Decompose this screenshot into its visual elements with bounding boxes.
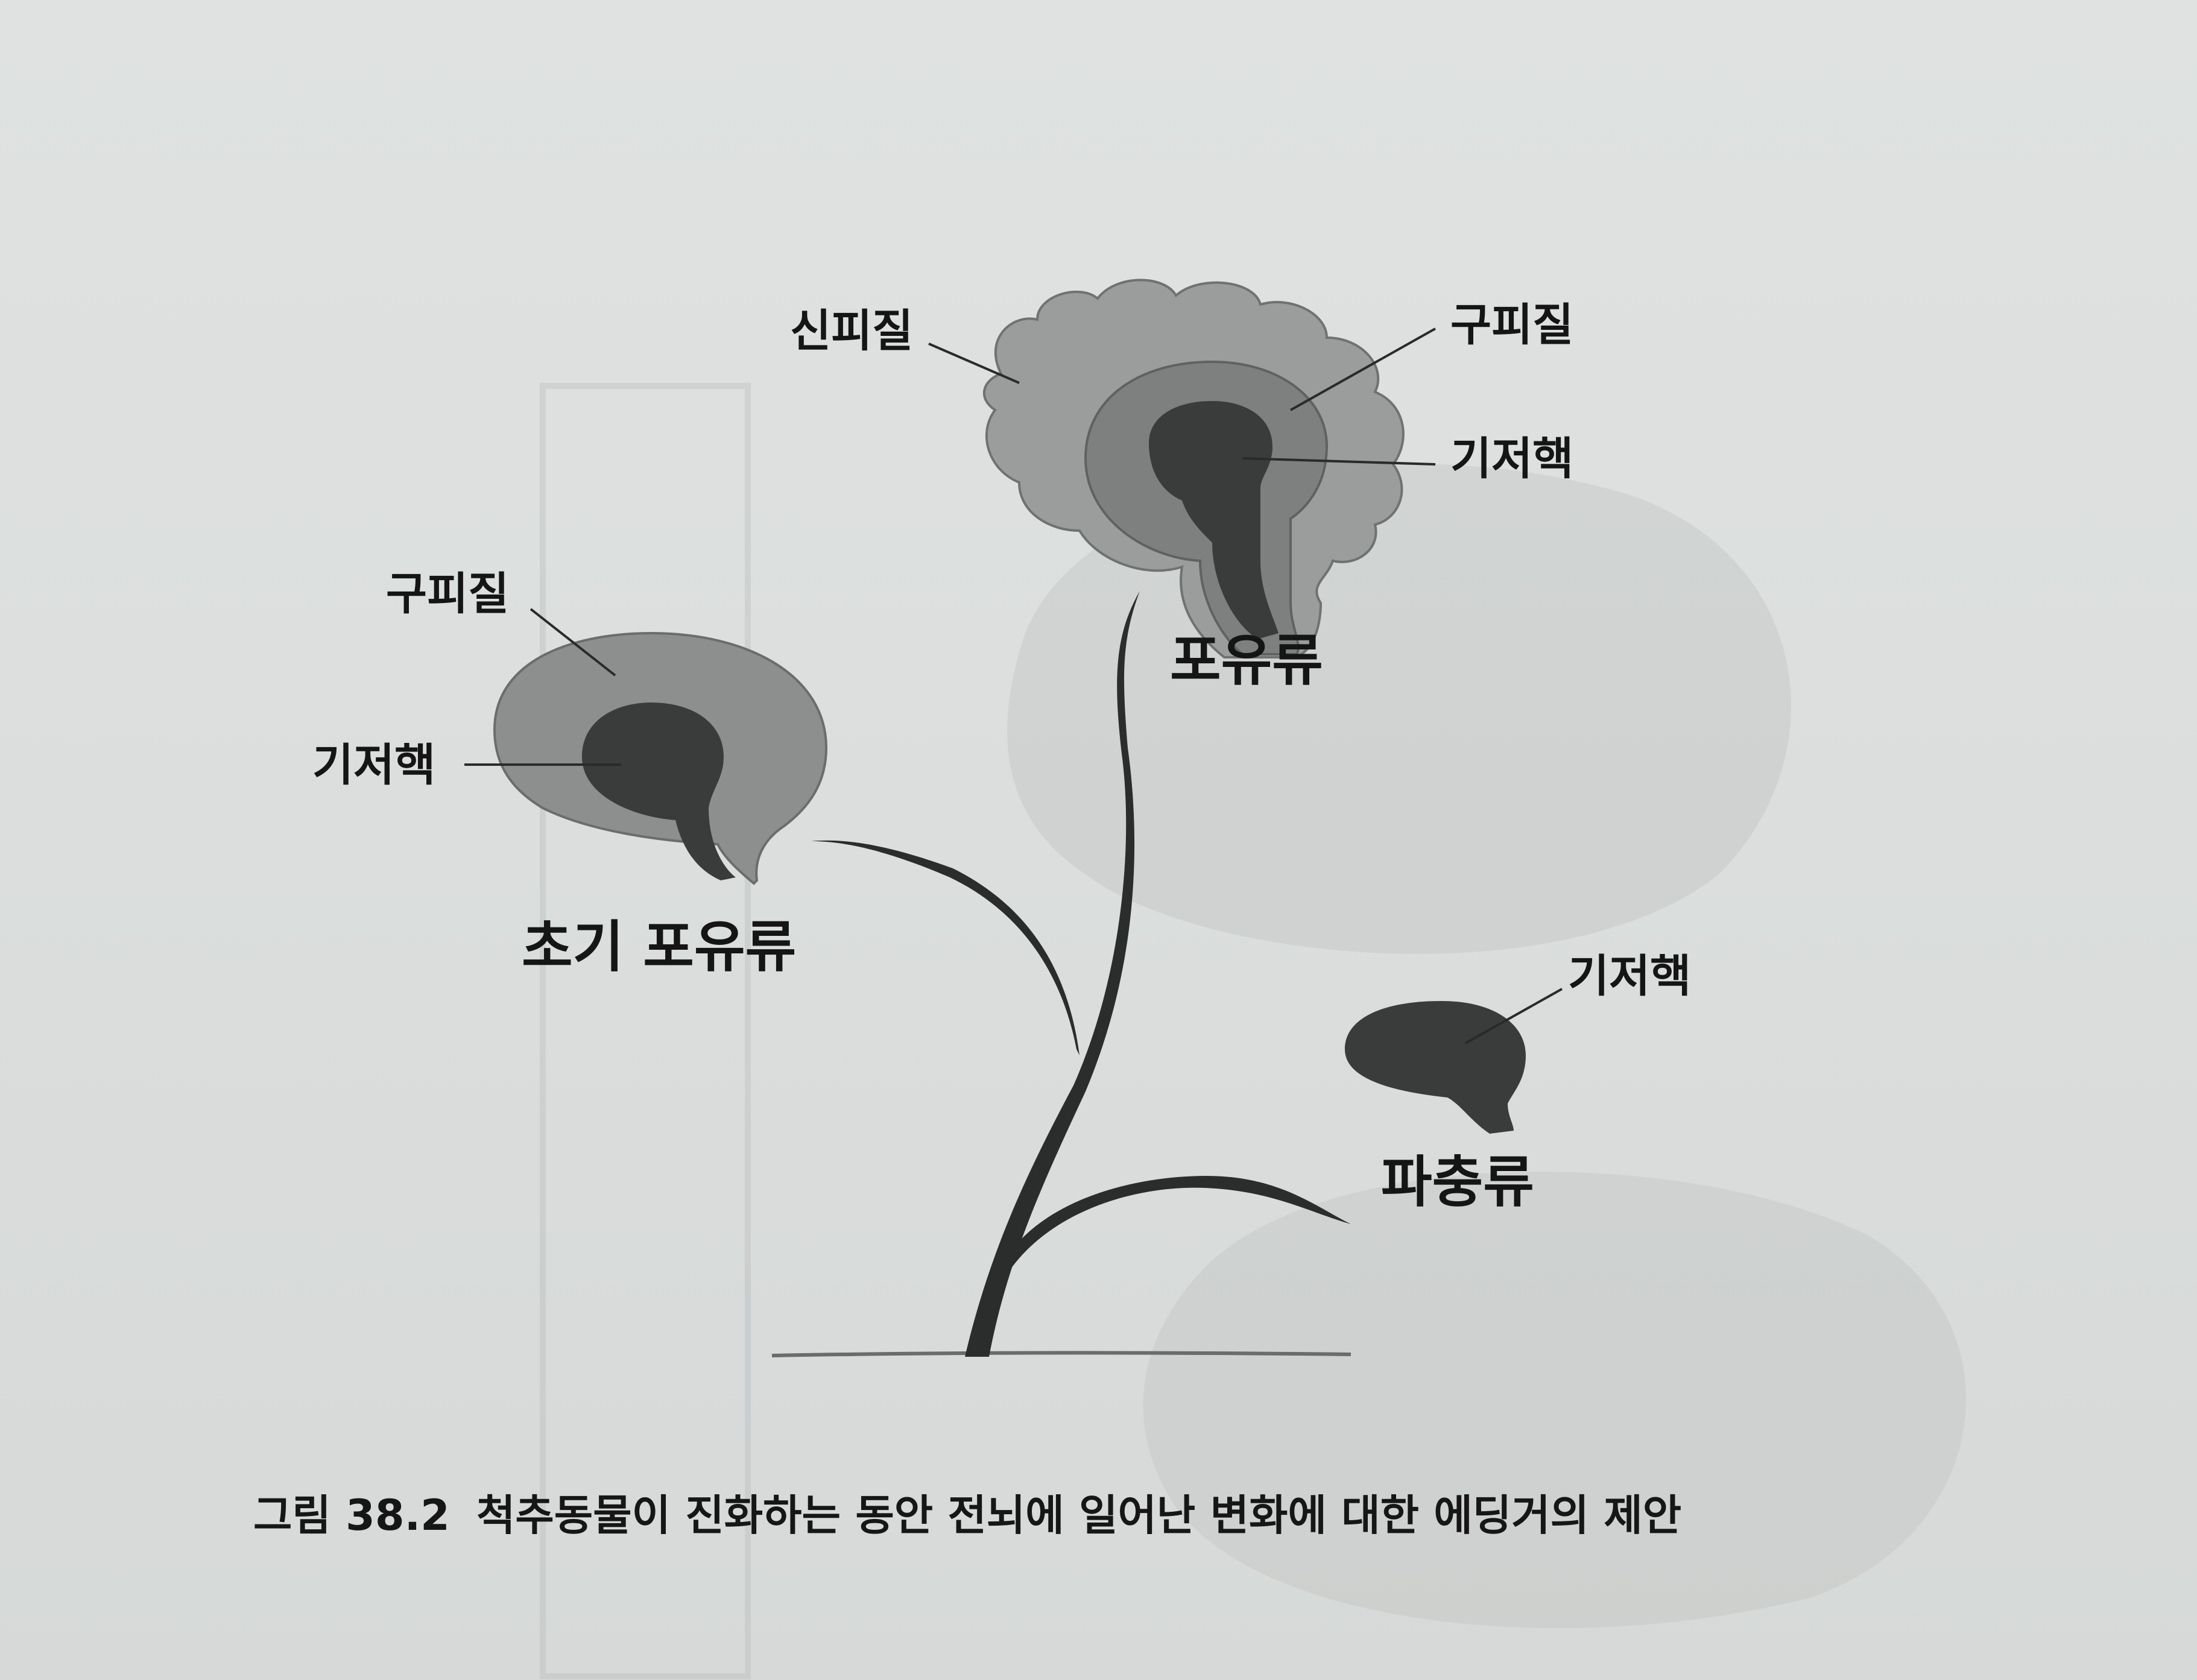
early-mammal-paleocortex-label: 구피질 — [386, 568, 510, 620]
mammal-brain — [982, 279, 1405, 658]
early-mammal-brain — [493, 631, 828, 885]
early-mammal-basal-ganglia-label: 기저핵 — [312, 739, 436, 791]
leader-mammal-paleocortex — [1290, 327, 1436, 411]
mammal-basal-ganglia-shape — [1149, 401, 1279, 639]
reptile-title: 파충류 — [1381, 1150, 1534, 1214]
reptile-brain — [1345, 1001, 1526, 1134]
mammal-paleocortex-label: 구피질 — [1450, 299, 1574, 351]
ground-line — [771, 1351, 1351, 1357]
figure-caption: 척추동물이 진화하는 동안 전뇌에 일어난 변화에 대한 에딩거의 제안 — [476, 1491, 1682, 1540]
evolution-stem — [811, 591, 1351, 1357]
leader-early-paleocortex — [529, 608, 616, 677]
leader-mammal-basal-ganglia — [1242, 457, 1436, 466]
mammal-basal-ganglia-label: 기저핵 — [1450, 433, 1574, 485]
leader-reptile-basal-ganglia — [1465, 988, 1563, 1044]
figure-number: 그림 38.2 — [253, 1491, 450, 1540]
leader-lines — [464, 327, 1563, 1044]
mammal-title: 포유류 — [1170, 628, 1323, 693]
leader-mammal-neocortex — [928, 343, 1020, 384]
early-mammal-title: 초기 포유류 — [522, 915, 797, 979]
reptile-basal-ganglia-shape — [1345, 1001, 1526, 1134]
reptile-basal-ganglia-label: 기저핵 — [1568, 950, 1692, 1002]
mammal-neocortex-label: 신피질 — [790, 305, 914, 357]
early-mammal-basal-ganglia-shape — [582, 703, 736, 880]
